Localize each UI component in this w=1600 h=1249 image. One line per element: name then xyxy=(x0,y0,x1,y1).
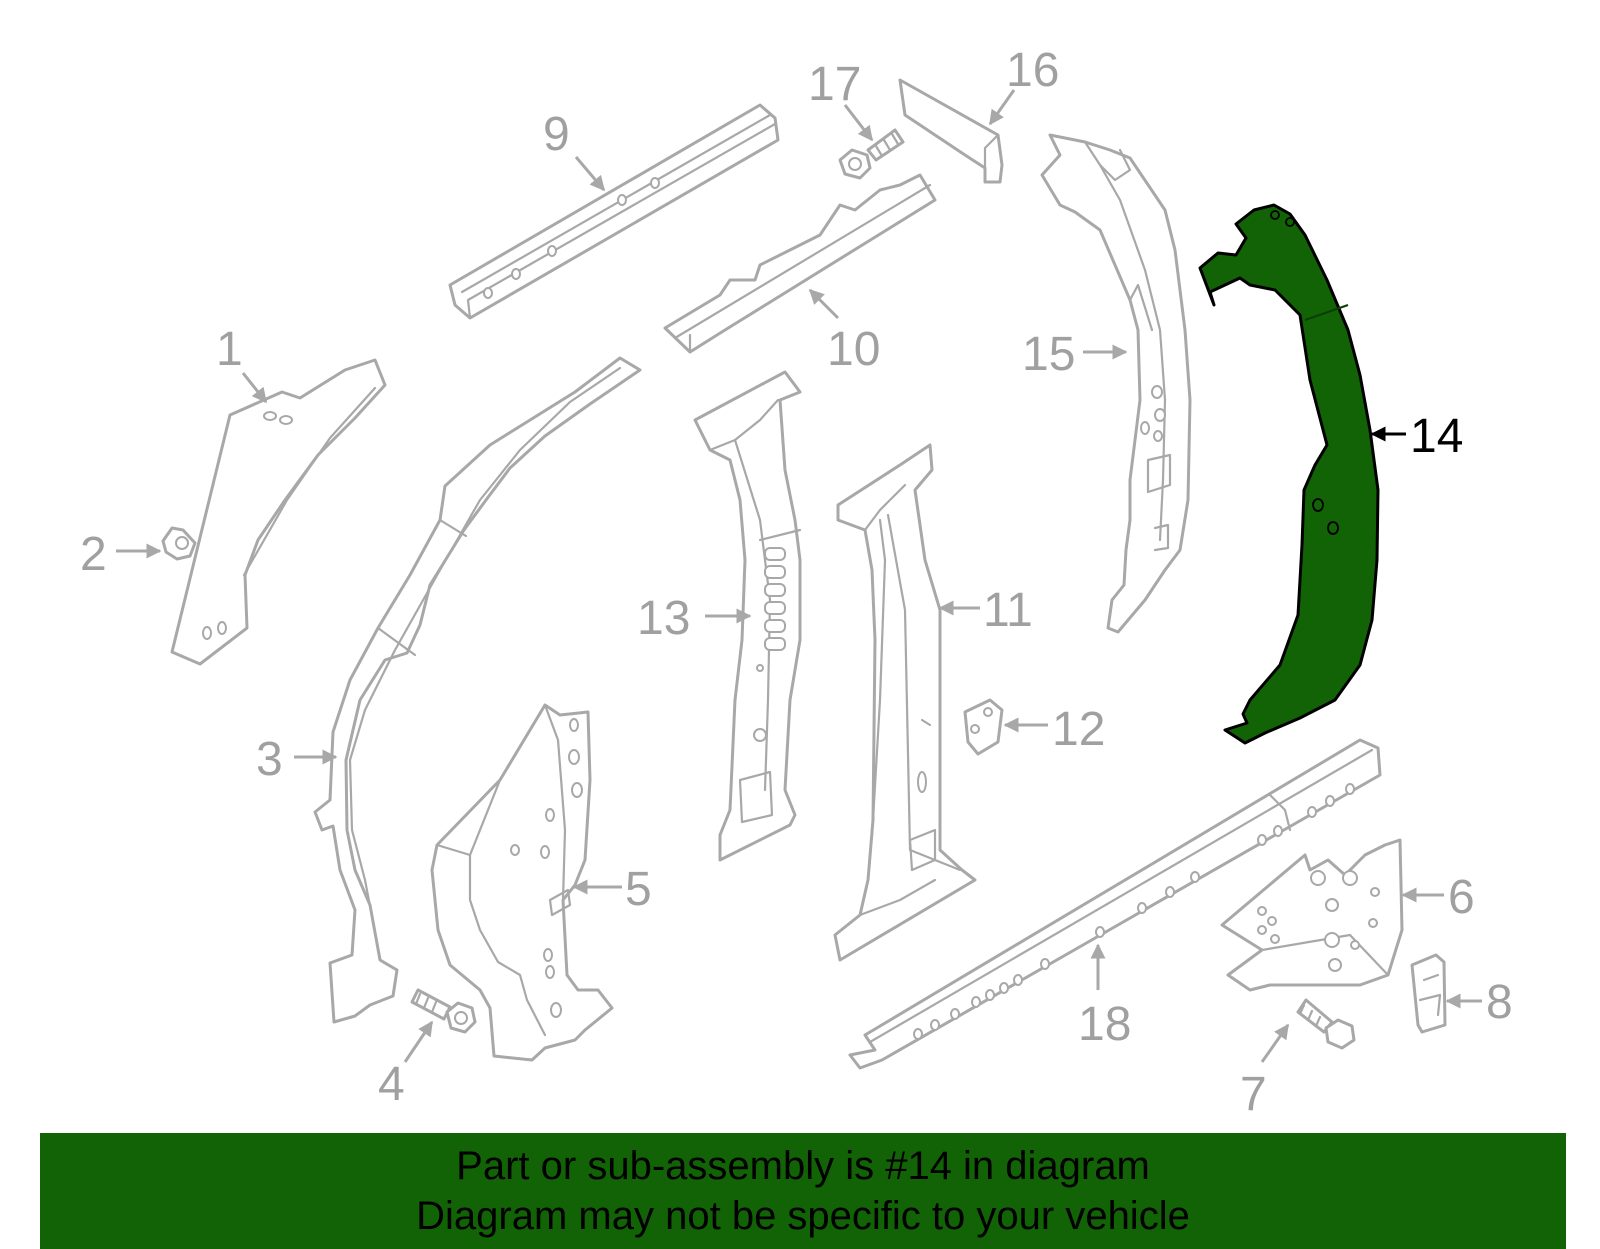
leader-lines xyxy=(116,89,1482,1063)
callout-6: 6 xyxy=(1448,871,1475,924)
part-8 xyxy=(1410,953,1447,1034)
callout-7: 7 xyxy=(1240,1068,1267,1121)
callout-10: 10 xyxy=(827,323,880,376)
callout-11: 11 xyxy=(983,584,1033,637)
part-16 xyxy=(898,78,1004,184)
callout-1: 1 xyxy=(216,323,243,376)
callout-14: 14 xyxy=(1410,410,1463,463)
callout-16: 16 xyxy=(1006,44,1059,97)
part-10 xyxy=(663,173,937,354)
callout-9: 9 xyxy=(543,108,570,161)
part-17 xyxy=(838,128,905,180)
part-3 xyxy=(313,356,642,1024)
callout-5: 5 xyxy=(625,863,652,916)
callout-18: 18 xyxy=(1078,998,1131,1051)
callout-13: 13 xyxy=(637,592,690,645)
part-9 xyxy=(448,103,780,320)
part-2 xyxy=(161,526,197,561)
callout-17: 17 xyxy=(808,58,861,111)
part-7 xyxy=(1296,998,1356,1050)
part-4 xyxy=(410,988,477,1034)
part-12 xyxy=(963,698,1004,756)
callout-3: 3 xyxy=(256,733,283,786)
info-banner: Part or sub-assembly is #14 in diagram D… xyxy=(40,1133,1566,1249)
callout-8: 8 xyxy=(1486,976,1513,1029)
part-14 xyxy=(1198,203,1380,745)
callout-4: 4 xyxy=(378,1058,405,1111)
callout-labels: 1 2 3 4 5 6 7 8 9 10 11 12 13 14 15 16 1… xyxy=(80,44,1513,1121)
part-11 xyxy=(833,443,977,962)
banner-line-2: Diagram may not be specific to your vehi… xyxy=(416,1194,1190,1238)
part-15 xyxy=(1040,133,1192,634)
banner-line-1: Part or sub-assembly is #14 in diagram xyxy=(456,1144,1150,1188)
callout-15: 15 xyxy=(1022,328,1075,381)
part-5 xyxy=(430,703,614,1062)
part-6 xyxy=(1220,838,1404,992)
callout-2: 2 xyxy=(80,528,107,581)
part-18 xyxy=(848,738,1382,1070)
part-1 xyxy=(170,358,387,666)
callout-12: 12 xyxy=(1052,703,1105,756)
